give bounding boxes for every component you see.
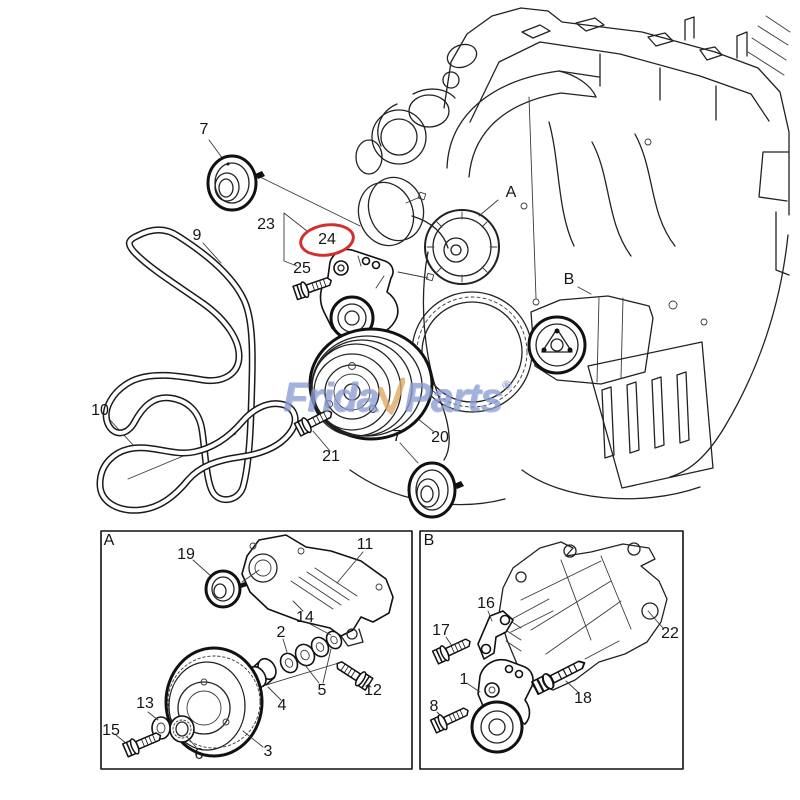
callout-14: 14 [296, 609, 314, 626]
callout-7: 7 [199, 121, 209, 138]
compressor-clutch-pulley [527, 315, 587, 375]
watermark-text-right: Parts [404, 374, 503, 420]
callout-23: 23 [257, 216, 275, 233]
callout-25: 25 [293, 260, 311, 277]
idler-pulley-7-lower [407, 461, 464, 519]
watermark-text-left: Frida [283, 374, 379, 420]
inset-b-art [436, 541, 668, 754]
belt-tensioner-24 [319, 248, 399, 341]
callout-3: 3 [263, 743, 273, 760]
callout-19: 19 [177, 546, 195, 563]
callout-2: 2 [276, 624, 286, 641]
watermark-swoosh-icon [378, 377, 406, 416]
callout-10: 10 [91, 402, 109, 419]
engine-line-art [349, 7, 791, 506]
callout-18: 18 [574, 690, 592, 707]
inset-b-title: B [423, 532, 435, 549]
callout-22: 22 [661, 625, 679, 642]
callout-24-highlighted: 24 [318, 231, 336, 248]
callout-8: 8 [429, 698, 439, 715]
drive-belt-10 [96, 400, 299, 514]
callout-1: 1 [459, 671, 469, 688]
callout-7: 7 [392, 428, 402, 445]
callout-11: 11 [356, 536, 374, 553]
callout-15: 15 [102, 722, 120, 739]
callout-17: 17 [432, 622, 450, 639]
callout-20: 20 [431, 429, 449, 446]
callout-4: 4 [277, 697, 287, 714]
callout-5: 5 [317, 682, 327, 699]
inset-a-title: A [103, 532, 115, 549]
inset-a-art [115, 534, 394, 758]
idler-pulley-7-upper [206, 154, 265, 212]
callout-B: B [563, 271, 575, 288]
callout-9: 9 [192, 227, 202, 244]
callout-16: 16 [477, 595, 495, 612]
callout-21: 21 [322, 448, 340, 465]
serpentine-belt-9 [102, 226, 256, 504]
watermark-registered-mark: ® [501, 378, 511, 392]
crank-pulley-20 [308, 327, 434, 441]
callout-A: A [505, 184, 517, 201]
callout-6: 6 [194, 746, 204, 763]
callout-13: 13 [136, 695, 154, 712]
callout-12: 12 [364, 682, 382, 699]
watermark: Frida Parts ® [283, 374, 511, 421]
